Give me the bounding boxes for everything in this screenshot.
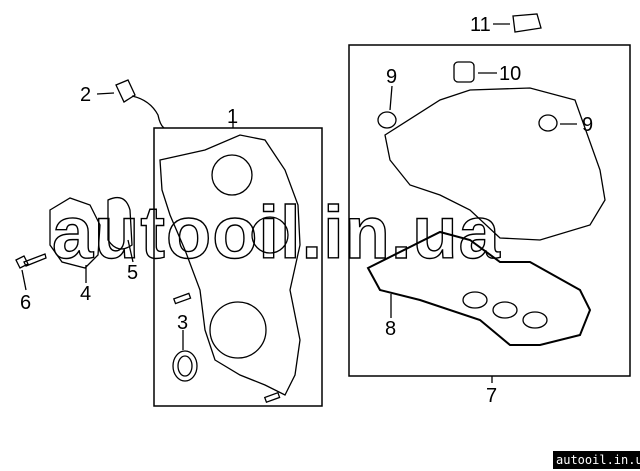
spark-plug-seal — [522, 311, 548, 329]
valve-cover-gasket-part — [366, 230, 592, 346]
site-badge: autooil.in.ua — [553, 451, 640, 469]
callout-2: 2 — [80, 84, 91, 106]
callout-10: 10 — [499, 63, 521, 85]
dowel-pin-part — [263, 391, 281, 404]
sensor-part — [115, 79, 136, 103]
oil-cap-part-11 — [512, 13, 542, 33]
timing-cover-group-box — [153, 127, 323, 407]
callout-7: 7 — [486, 385, 497, 407]
plug-part-10 — [453, 61, 475, 83]
grommet-part-9b — [538, 114, 558, 132]
callout-5: 5 — [127, 262, 138, 284]
timing-cover-mid-bore — [251, 216, 289, 254]
gasket-part — [107, 196, 133, 250]
grommet-part-9a — [377, 111, 397, 129]
callout-1: 1 — [227, 106, 238, 128]
bolt-part — [15, 253, 47, 269]
timing-cover-seal-bore — [209, 301, 267, 359]
spark-plug-seal — [492, 301, 518, 319]
callout-11: 11 — [470, 14, 491, 36]
dowel-pin-part — [172, 292, 192, 305]
sensor-wire — [131, 95, 165, 129]
callout-4: 4 — [80, 283, 91, 305]
callout-8: 8 — [385, 318, 396, 340]
leader-lines — [21, 23, 577, 383]
callout-9a: 9 — [386, 66, 397, 88]
callout-9b: 9 — [582, 114, 593, 136]
watermark: autooil.in.ua — [52, 191, 501, 274]
timing-cover-upper-bore — [211, 154, 253, 196]
valve-cover-group-box — [348, 44, 631, 377]
water-pump-part — [49, 197, 101, 269]
callout-6: 6 — [20, 292, 31, 314]
spark-plug-seal — [462, 291, 488, 309]
callout-3: 3 — [177, 312, 188, 334]
crank-seal-inner — [177, 355, 193, 377]
